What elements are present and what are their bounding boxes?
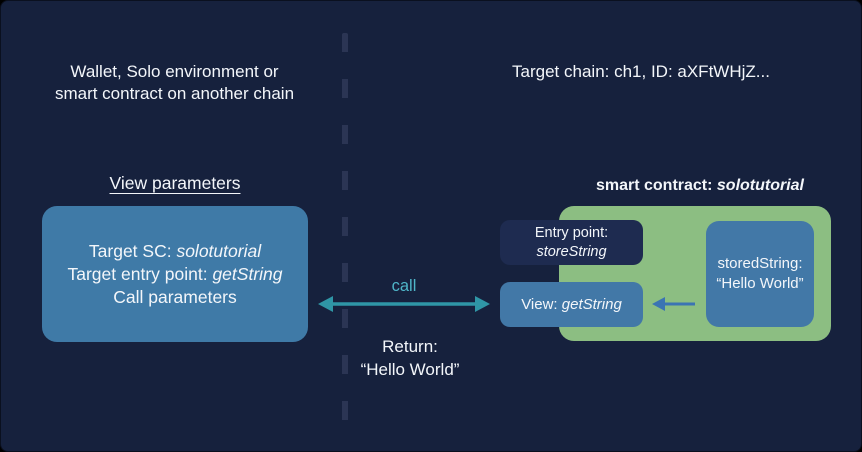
return-value-label: Return: “Hello World” [310, 335, 510, 381]
view-label: View: [521, 296, 562, 313]
chain-divider-dashed-line [342, 33, 348, 425]
call-double-arrow-icon [318, 296, 490, 312]
return-label-line1: Return: [382, 337, 438, 356]
stored-to-view-arrow-icon [652, 297, 695, 311]
view-value: getString [561, 296, 622, 313]
view-parameters-heading: View parameters [109, 173, 241, 193]
smart-contract-caption-value: solotutorial [716, 177, 804, 194]
left-side-title-line1: Wallet, Solo environment or [70, 62, 279, 81]
view-getstring-line: View: getString [521, 296, 622, 313]
smart-contract-caption-label: smart contract: [595, 177, 717, 194]
stored-string-label: storedString: [717, 255, 803, 272]
target-sc-value: solotutorial [176, 240, 262, 261]
target-entry-point-value: getString [212, 263, 283, 284]
target-entry-point-label: Target entry point: [67, 263, 213, 284]
entry-point-box: Entry point: storeString [500, 220, 643, 265]
entry-point-value: storeString [536, 243, 607, 260]
target-chain-title: Target chain: ch1, ID: aXFtWHjZ... [512, 62, 770, 81]
stored-string-value: “Hello World” [716, 275, 804, 292]
call-parameters-line: Call parameters [113, 286, 237, 307]
view-parameters-box: Target SC: solotutorial Target entry poi… [42, 206, 308, 342]
left-side-title-line2: smart contract on another chain [54, 84, 295, 103]
left-side-title: Wallet, Solo environment or smart contra… [17, 61, 332, 105]
target-sc-label: Target SC: [88, 240, 177, 261]
stored-string-box: storedString: “Hello World” [706, 221, 814, 327]
return-label-line2: “Hello World” [360, 360, 460, 379]
target-sc-line: Target SC: solotutorial [89, 240, 261, 263]
view-getstring-box: View: getString [500, 282, 643, 327]
smart-contract-caption: smart contract: solotutorial [596, 177, 804, 195]
target-entry-point-line: Target entry point: getString [68, 263, 283, 286]
call-label: call [391, 277, 417, 295]
entry-point-label: Entry point: [534, 224, 609, 241]
